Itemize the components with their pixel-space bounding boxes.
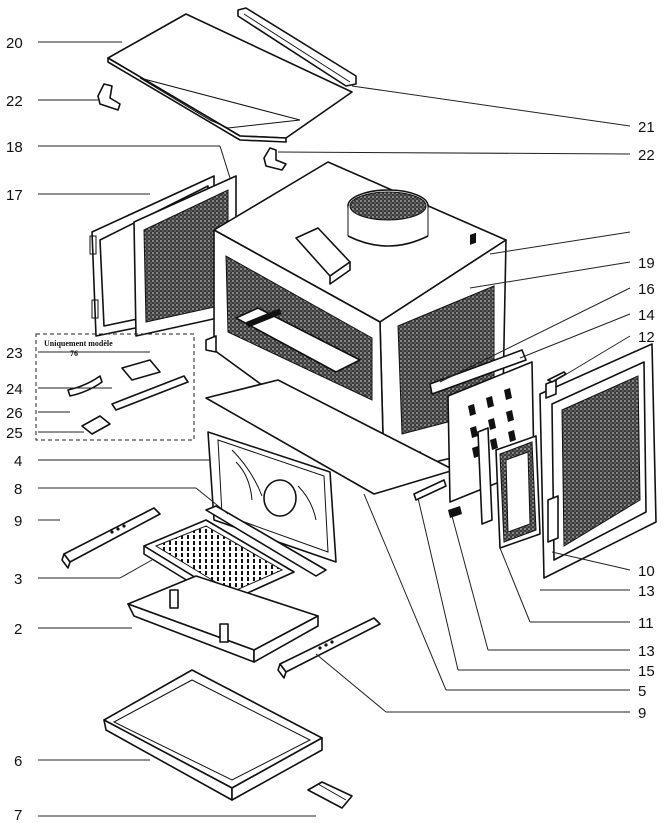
callout-18: 18 [6, 139, 23, 156]
side-rail-left [61, 507, 161, 569]
ash-drawer [127, 575, 319, 663]
callout-13-upper: 13 [638, 583, 655, 600]
leader-lines [38, 41, 631, 817]
poker-tool [307, 781, 353, 809]
callout-24: 24 [6, 381, 23, 398]
callout-22-left: 22 [6, 93, 23, 110]
callout-20: 20 [6, 35, 23, 52]
callout-6: 6 [14, 753, 22, 770]
baffle-plate [429, 349, 527, 395]
callout-2: 2 [14, 621, 22, 638]
callout-16: 16 [638, 281, 655, 298]
callout-25: 25 [6, 425, 23, 442]
callout-23: 23 [6, 345, 23, 362]
fire-bar [413, 479, 447, 501]
callout-17: 17 [6, 187, 23, 204]
callout-26: 26 [6, 405, 23, 422]
callout-8: 8 [14, 481, 22, 498]
callout-10: 10 [638, 563, 655, 580]
callout-14: 14 [638, 307, 655, 324]
callouts-left: 20 22 18 17 23 24 26 25 4 8 9 3 2 6 7 [6, 35, 23, 823]
model-option-box: Uniquement modèle 76 [35, 333, 195, 441]
option-note-line1: Uniquement modèle [44, 339, 113, 348]
side-door [89, 175, 237, 337]
bracket-left [97, 83, 121, 111]
callout-3: 3 [14, 571, 22, 588]
grate-rail [205, 505, 327, 577]
ash-pan [103, 669, 323, 801]
callout-13-lower: 13 [638, 643, 655, 660]
callout-21: 21 [638, 119, 655, 136]
callouts-right: 21 22 19 16 14 12 10 13 11 13 15 5 9 [638, 119, 655, 722]
side-rail-right [277, 617, 381, 679]
callout-19: 19 [638, 255, 655, 272]
front-panel [207, 431, 337, 563]
front-door [539, 343, 657, 579]
callout-11: 11 [638, 615, 654, 632]
option-note-line2: 76 [70, 349, 78, 358]
callout-9-right: 9 [638, 705, 646, 722]
callout-15: 15 [638, 663, 655, 680]
callout-9-left: 9 [14, 513, 22, 530]
rear-rail [237, 7, 357, 87]
callout-7: 7 [14, 807, 22, 823]
callout-4: 4 [14, 453, 22, 470]
bracket-right [263, 147, 287, 171]
door-rod [547, 371, 567, 383]
callout-5: 5 [638, 683, 646, 700]
top-plate [107, 13, 353, 143]
callout-12: 12 [638, 329, 655, 346]
callout-22-right: 22 [638, 147, 655, 164]
base-plate [205, 307, 455, 495]
door-gasket [448, 427, 541, 549]
